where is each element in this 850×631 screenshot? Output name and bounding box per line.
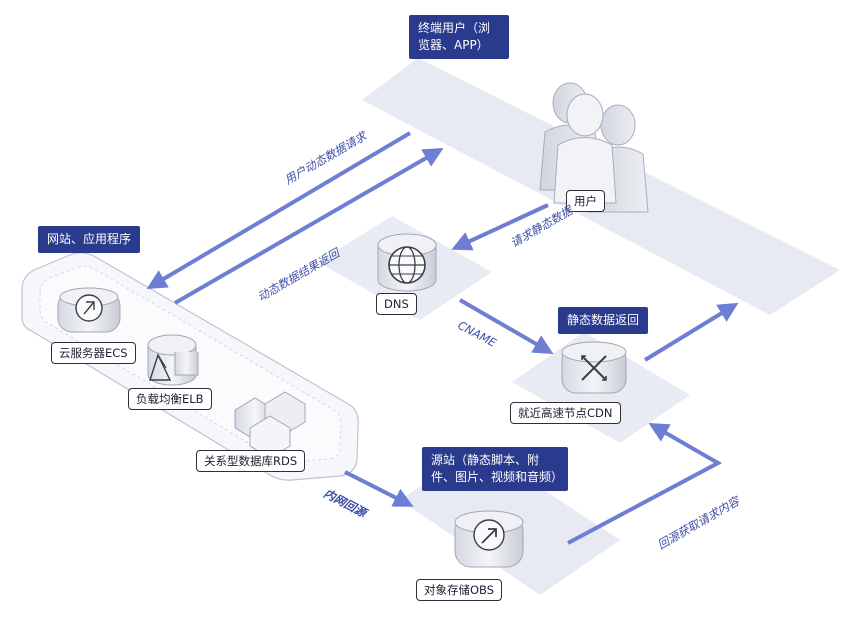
- website-tag: 网站、应用程序: [38, 226, 141, 253]
- arrow-dynamic-request: [146, 131, 412, 290]
- users-icon: [539, 82, 649, 213]
- arrow-static-request: [451, 203, 549, 251]
- arrow-cname: [458, 298, 554, 355]
- obs-icon: [454, 510, 524, 568]
- dns-icon: [377, 233, 437, 292]
- cdn-label: 就近高速节点CDN: [510, 402, 621, 424]
- origin-tag: 源站（静态脚本、附件、图片、视频和音频）: [422, 447, 568, 491]
- rds-label: 关系型数据库RDS: [196, 450, 306, 472]
- ecs-label: 云服务器ECS: [51, 342, 136, 364]
- obs-label: 对象存储OBS: [416, 579, 503, 601]
- ecs-icon: [57, 287, 121, 333]
- elb-icon: [147, 334, 199, 386]
- arrow-intranet: [344, 470, 414, 507]
- elb-label: 负载均衡ELB: [128, 388, 212, 410]
- arrow-back-to-origin: [567, 423, 723, 545]
- arrow-dynamic-return: [173, 147, 444, 305]
- user-label: 用户: [566, 190, 605, 212]
- dns-label: DNS: [376, 293, 417, 315]
- arrow-static-return: [643, 302, 739, 362]
- cdn-icon: [561, 341, 627, 394]
- static-return-tag: 静态数据返回: [558, 307, 649, 334]
- rds-icon: [234, 391, 306, 459]
- end-user-tag: 终端用户（浏览器、APP）: [409, 15, 509, 59]
